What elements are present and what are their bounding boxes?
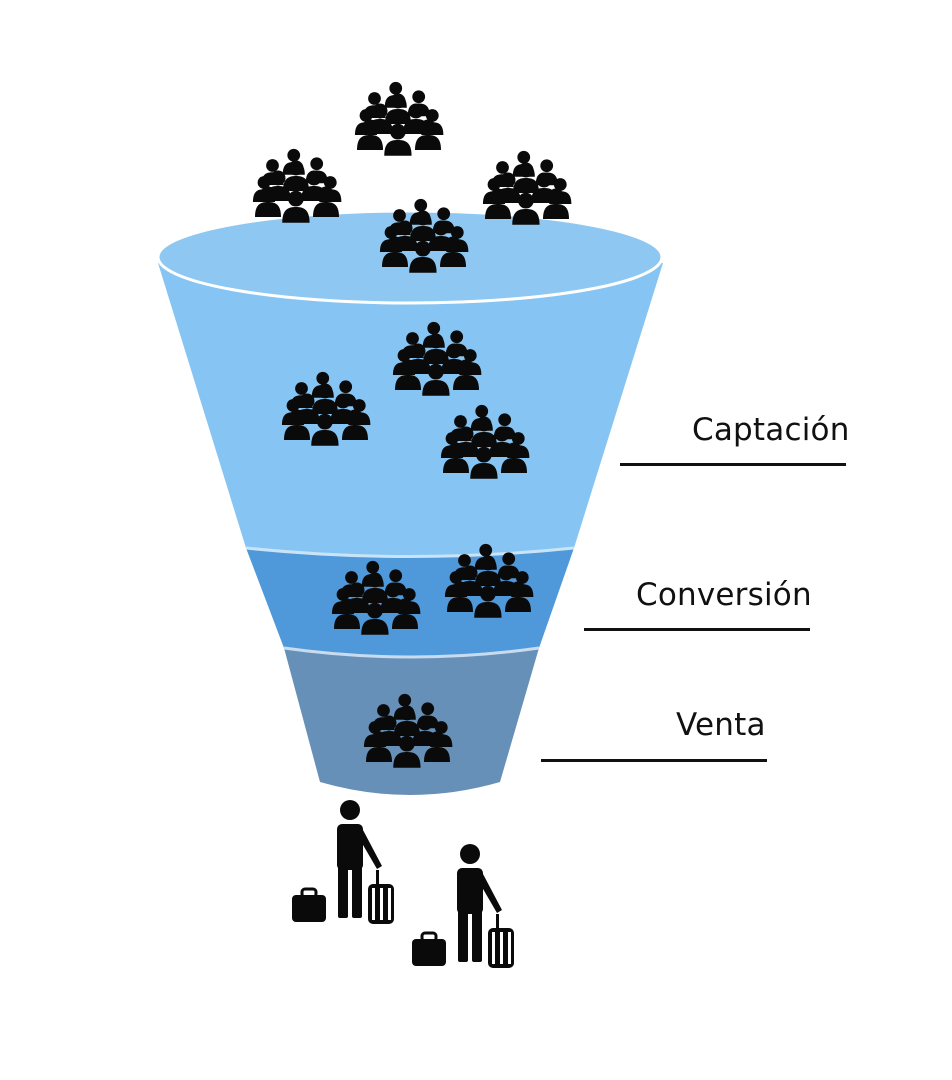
people-group-icon — [483, 151, 571, 225]
funnel-top-rim — [156, 209, 664, 305]
stage-separator-top — [245, 546, 575, 558]
stage-separator-bottom — [283, 646, 540, 659]
people-group-icon — [355, 82, 443, 156]
people-group-icon — [253, 149, 341, 223]
funnel-stage-captacion — [158, 263, 663, 557]
traveler-with-luggage-icon — [290, 798, 396, 926]
traveler-with-luggage-icon — [410, 842, 516, 970]
stage-label-line-venta — [541, 759, 767, 762]
stage-label-captacion: Captación — [692, 412, 850, 448]
stage-label-venta: Venta — [676, 707, 766, 743]
stage-label-line-conversion — [584, 628, 810, 631]
stage-label-conversion: Conversión — [636, 577, 812, 613]
stage-label-line-captacion — [620, 463, 846, 466]
